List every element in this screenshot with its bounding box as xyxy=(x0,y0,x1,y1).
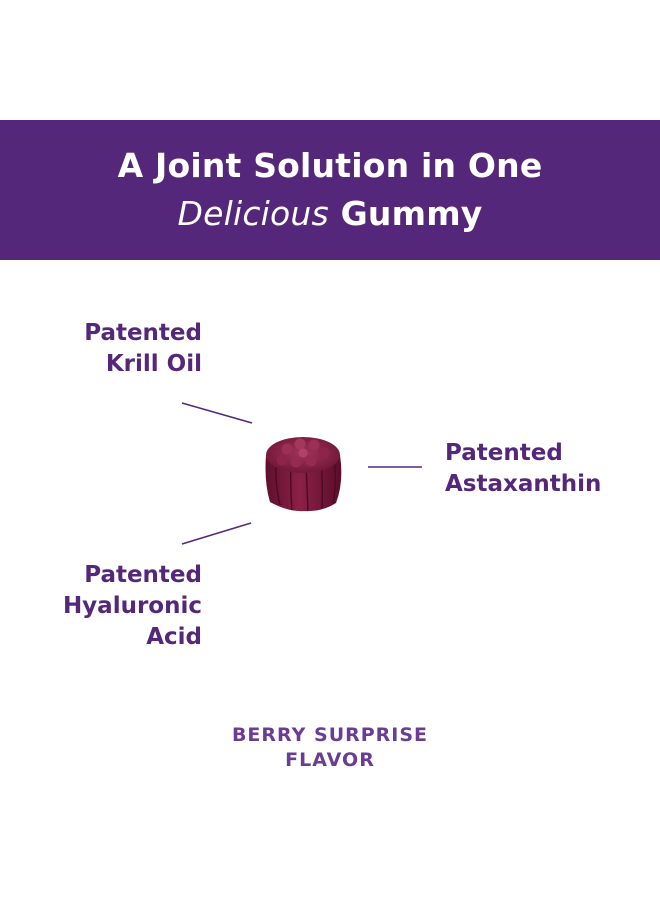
callout-astaxanthin: Patented Astaxanthin xyxy=(445,438,601,500)
connector-line-krill xyxy=(181,402,253,424)
callout-hyal-line3: Acid xyxy=(146,624,202,650)
header-title-emphasis: Delicious xyxy=(177,194,329,233)
gummy-icon xyxy=(265,437,342,512)
header-title-line1: A Joint Solution in One xyxy=(117,146,543,185)
callout-krill-line1: Patented xyxy=(84,320,202,346)
connector-line-hyaluronic xyxy=(181,522,252,545)
flavor-line2: FLAVOR xyxy=(285,749,375,771)
callout-astax-line1: Patented xyxy=(445,440,563,466)
header-banner: A Joint Solution in One Delicious Gummy xyxy=(0,120,660,260)
callout-hyal-line2: Hyaluronic xyxy=(62,593,202,619)
flavor-text: BERRY SURPRISE FLAVOR xyxy=(0,723,660,773)
callout-krill-oil: Patented Krill Oil xyxy=(84,318,202,380)
callout-krill-line2: Krill Oil xyxy=(105,351,202,377)
flavor-line1: BERRY SURPRISE xyxy=(231,724,429,746)
callout-astax-line2: Astaxanthin xyxy=(445,471,602,497)
header-title-rest: Gummy xyxy=(340,194,483,233)
header-title-line2: Delicious Gummy xyxy=(0,194,660,233)
callout-hyal-line1: Patented xyxy=(84,562,202,588)
callout-hyaluronic-acid: Patented Hyaluronic Acid xyxy=(63,560,202,653)
